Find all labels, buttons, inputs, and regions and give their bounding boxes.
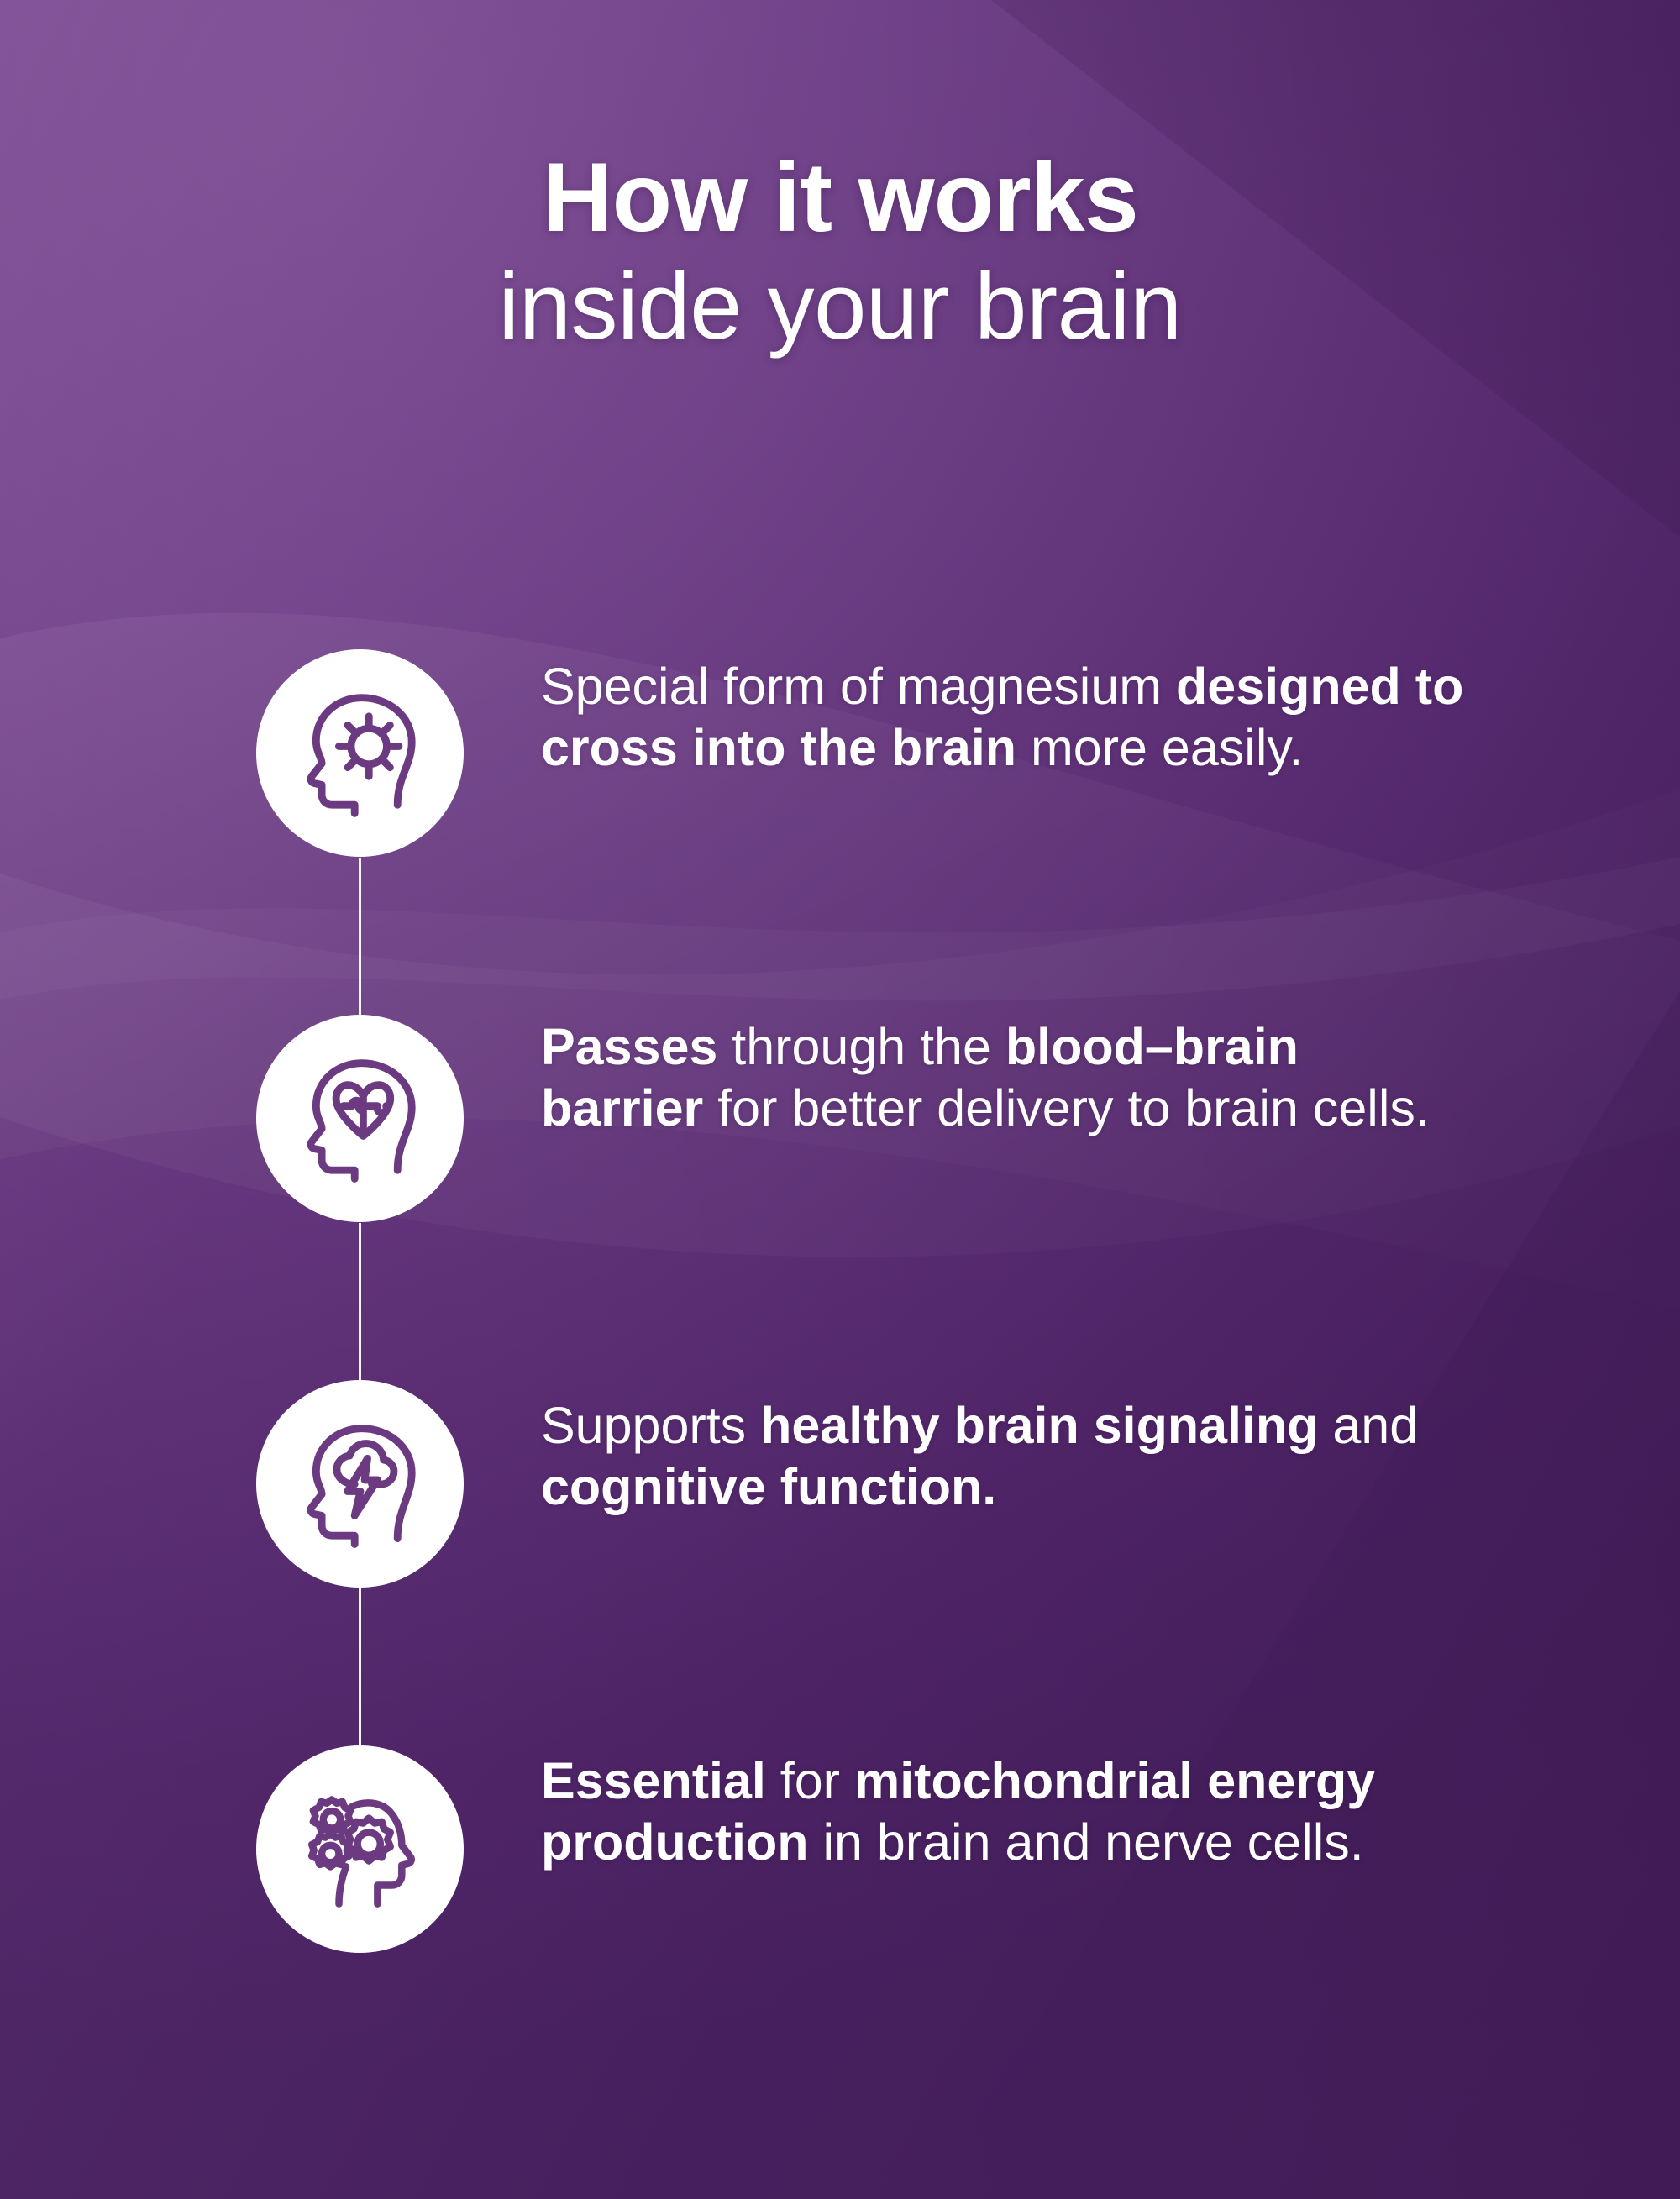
- step-text-part-bold: mitochondrial energy production: [541, 1752, 1376, 1871]
- step-text-part: through the: [717, 1018, 1005, 1075]
- step-connector-line: [359, 1588, 361, 1748]
- step-connector-line: [359, 858, 361, 1017]
- step-text-part: in brain and nerve cells.: [808, 1813, 1364, 1871]
- step-icon-bubble: [256, 649, 464, 857]
- step-text-part-bold: Essential: [541, 1752, 766, 1809]
- step-text-part: for: [765, 1752, 854, 1809]
- list-item: Supports healthy brain signaling and cog…: [256, 1380, 1466, 1748]
- head-with-heart-puzzle-icon: [307, 1058, 416, 1183]
- step-text-part: for better delivery to brain cells.: [703, 1079, 1430, 1137]
- step-connector-line: [359, 1223, 361, 1383]
- list-item: Special form of magnesium designed to cr…: [256, 649, 1466, 1017]
- page-title: How it works inside your brain: [0, 148, 1680, 354]
- step-text-part-bold: designed to cross into the brain: [541, 658, 1464, 777]
- step-text-part-bold: cognitive function.: [541, 1458, 997, 1516]
- step-text-part: more easily.: [1016, 719, 1304, 777]
- step-text-part-bold: Passes: [541, 1018, 718, 1075]
- page-title-line-1: How it works: [542, 142, 1139, 252]
- step-text: Passes through the blood–brain barrier f…: [541, 1015, 1466, 1139]
- step-text-part-bold: blood–brain barrier: [541, 1018, 1299, 1137]
- head-with-lightning-cloud-icon: [307, 1424, 416, 1548]
- step-text: Essential for mitochondrial energy produ…: [541, 1745, 1466, 1873]
- list-item: Passes through the blood–brain barrier f…: [256, 1015, 1466, 1383]
- step-text-part: and: [1318, 1397, 1419, 1454]
- step-text-part-bold: healthy brain signaling: [760, 1397, 1319, 1454]
- step-icon-bubble: [256, 1380, 464, 1588]
- step-text-part: Supports: [541, 1397, 761, 1454]
- head-with-sun-burst-icon: [307, 693, 416, 817]
- head-with-gears-icon: [307, 1795, 415, 1908]
- step-icon-bubble: [256, 1015, 464, 1222]
- page-title-line-2: inside your brain: [498, 254, 1182, 359]
- step-text: Special form of magnesium designed to cr…: [541, 649, 1466, 779]
- list-item: Essential for mitochondrial energy produ…: [256, 1745, 1466, 1955]
- steps-list: Special form of magnesium designed to cr…: [256, 649, 1466, 1955]
- step-icon-bubble: [256, 1745, 464, 1953]
- step-text: Supports healthy brain signaling and cog…: [541, 1380, 1466, 1518]
- step-text-part: Special form of magnesium: [541, 658, 1177, 715]
